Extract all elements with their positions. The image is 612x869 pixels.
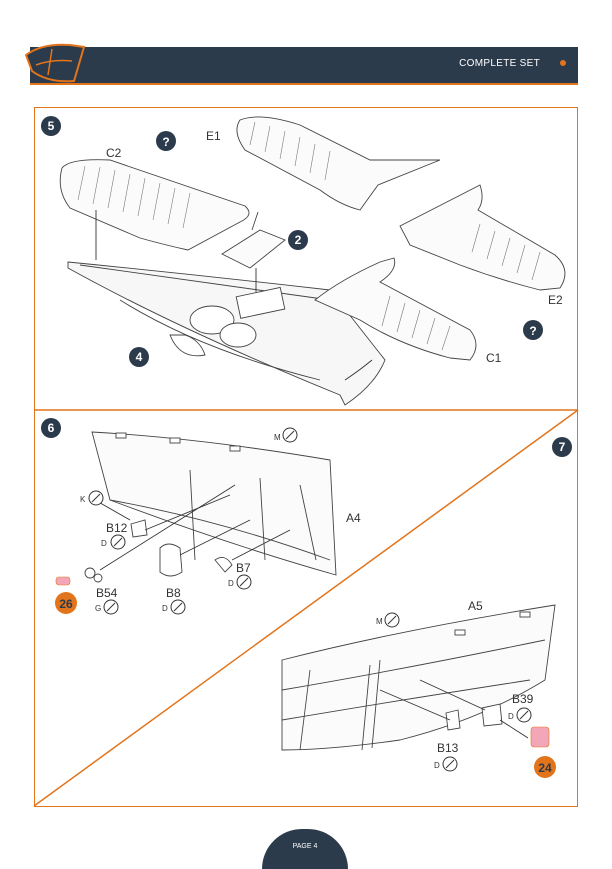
substep-2-number: 2 [295, 233, 302, 247]
part-label-b7: B7 [236, 561, 251, 575]
question-badge-1: ? [156, 131, 176, 151]
paint-callout-d-b39: D [508, 707, 532, 723]
paint-callout-m-6: M [274, 427, 298, 443]
step-7-badge: 7 [552, 437, 572, 457]
paint-callout-d-b12: D [101, 534, 126, 550]
decal-pink-24 [530, 726, 550, 748]
svg-text:M: M [274, 433, 281, 442]
svg-text:K: K [80, 495, 86, 504]
part-label-a4: A4 [346, 511, 361, 525]
header-dot-icon [560, 60, 566, 66]
part-label-c1: C1 [486, 351, 502, 365]
header-bar: COMPLETE SET [30, 47, 578, 85]
svg-text:26: 26 [59, 597, 73, 611]
brand-logo [24, 43, 86, 83]
part-label-b13: B13 [437, 741, 459, 755]
svg-text:M: M [376, 617, 383, 626]
paint-callout-m-7: M [376, 612, 400, 628]
svg-text:D: D [228, 579, 234, 588]
substep-4-badge: 4 [129, 347, 149, 367]
question-badge-2: ? [523, 320, 543, 340]
part-label-b12: B12 [106, 521, 128, 535]
step-6-number: 6 [48, 421, 55, 435]
part-label-b8: B8 [166, 586, 181, 600]
svg-text:D: D [508, 712, 514, 721]
part-label-b39: B39 [512, 692, 534, 706]
substep-2-badge: 2 [288, 230, 308, 250]
paint-callout-d-b7: D [228, 574, 252, 590]
substep-4-number: 4 [136, 350, 143, 364]
question-mark-1: ? [162, 135, 169, 149]
part-label-e1: E1 [206, 129, 221, 143]
svg-text:D: D [434, 761, 440, 770]
instructions-frame [34, 107, 578, 807]
svg-text:G: G [95, 604, 101, 613]
part-label-b54: B54 [96, 586, 118, 600]
step-5-number: 5 [48, 119, 55, 133]
svg-text:D: D [162, 604, 168, 613]
step-7-drawing [281, 604, 556, 751]
paint-callout-g: G [95, 599, 119, 615]
paint-callout-k: K [80, 490, 104, 506]
step-5-badge: 5 [41, 116, 61, 136]
decal-badge-26: 26 [55, 592, 77, 614]
page-number: PAGE 4 [292, 843, 318, 850]
paint-callout-d-b13: D [434, 756, 458, 772]
header-title: COMPLETE SET [459, 58, 540, 69]
paint-callout-d-b8: D [162, 599, 186, 615]
decal-pink-26 [55, 576, 71, 586]
step-5-drawing [59, 116, 566, 406]
part-label-a5: A5 [468, 599, 483, 613]
step-6-badge: 6 [41, 418, 61, 438]
step-7-number: 7 [559, 440, 566, 454]
question-mark-2: ? [529, 324, 536, 338]
svg-text:D: D [101, 539, 107, 548]
svg-text:24: 24 [538, 761, 552, 775]
diagonal-divider [33, 409, 579, 807]
part-label-c2: C2 [106, 146, 122, 160]
step-6-drawing [84, 431, 337, 583]
decal-badge-24: 24 [534, 756, 556, 778]
part-label-e2: E2 [548, 293, 563, 307]
